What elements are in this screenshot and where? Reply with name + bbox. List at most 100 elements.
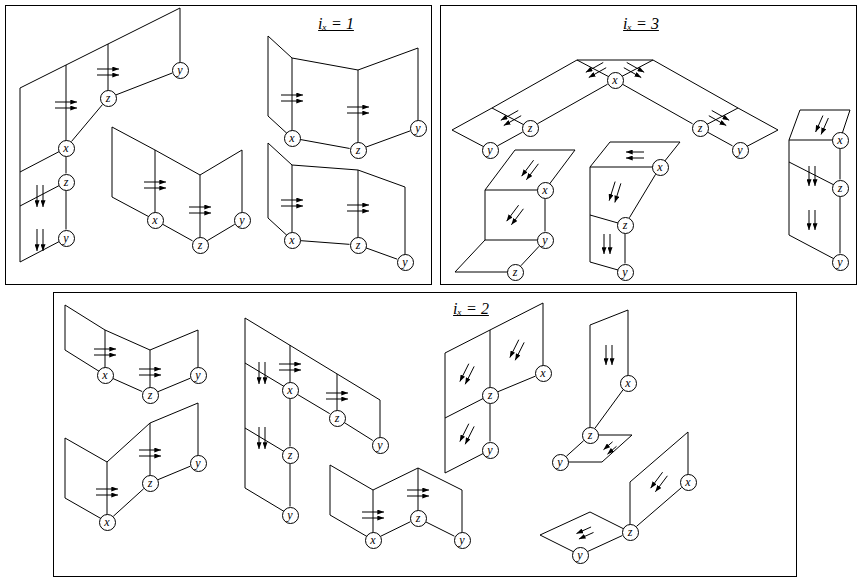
force-arrow <box>607 446 616 454</box>
force-arrow <box>624 68 641 78</box>
vertex-circle: z <box>350 237 367 254</box>
fold-edge <box>66 191 67 230</box>
vertex-circle: x <box>58 140 75 157</box>
vertex-circle: z <box>507 264 524 281</box>
fold-edge <box>344 423 373 441</box>
force-arrow <box>259 427 260 449</box>
force-arrow <box>94 349 116 350</box>
crease-line <box>155 150 156 220</box>
case-panel: iₓ = 3xzzyyxyzxzyxzy <box>440 5 857 285</box>
force-arrow <box>347 211 369 212</box>
fold-edge <box>545 199 546 232</box>
vertex-circle: x <box>680 474 697 491</box>
force-arrow <box>55 108 77 109</box>
fold-outline <box>245 318 380 515</box>
fold-outline <box>485 190 545 240</box>
crease-line <box>292 165 293 240</box>
fold-outline <box>330 465 462 540</box>
fold-edge <box>497 132 522 146</box>
force-arrow <box>279 370 301 371</box>
fold-outline <box>268 36 418 138</box>
vertex-letter: x <box>837 134 842 146</box>
fold-edge <box>207 224 234 240</box>
vertex-circle: z <box>410 510 427 527</box>
vertex-letter: x <box>289 132 294 144</box>
vertex-letter: z <box>335 412 340 424</box>
fold-edge <box>566 441 583 457</box>
force-arrow <box>265 427 266 449</box>
vertex-letter: z <box>698 122 703 134</box>
force-arrow <box>604 442 613 450</box>
vertex-letter: z <box>488 389 493 401</box>
vertex-circle: z <box>329 410 346 427</box>
fold-edge <box>366 131 410 147</box>
force-arrow <box>43 229 44 251</box>
fold-edge <box>381 522 411 537</box>
vertex-letter: y <box>377 439 382 451</box>
vertex-letter: y <box>557 456 562 468</box>
fold-edge <box>116 73 172 95</box>
force-arrow <box>815 166 816 186</box>
fold-edge <box>595 390 623 428</box>
vertex-circle: y <box>832 254 849 271</box>
fold-edge <box>840 197 841 254</box>
fold-edge <box>300 241 349 245</box>
force-arrow <box>347 107 369 108</box>
force-arrow <box>626 152 644 153</box>
force-arrow <box>362 512 384 513</box>
force-arrow <box>510 340 519 358</box>
fold-outline <box>590 310 628 435</box>
force-arrow <box>610 234 611 254</box>
vertex-letter: y <box>195 369 200 381</box>
vertex-letter: z <box>838 182 843 194</box>
vertex-circle: x <box>99 514 116 531</box>
fold-outline <box>268 143 405 262</box>
vertex-circle: y <box>172 62 189 79</box>
vertex-letter: y <box>239 214 244 226</box>
fold-edge <box>629 174 655 217</box>
force-arrow <box>37 229 38 251</box>
force-arrow <box>816 116 823 132</box>
vertex-letter: z <box>513 266 518 278</box>
fold-edge <box>521 246 539 266</box>
vertex-circle: x <box>832 132 849 149</box>
vertex-circle: y <box>552 454 569 471</box>
vertex-circle: x <box>284 232 301 249</box>
force-arrow <box>139 456 161 457</box>
force-arrow <box>96 495 118 496</box>
vertex-letter: x <box>542 184 547 196</box>
fold-edge <box>840 149 841 180</box>
vertex-letter: y <box>195 457 200 469</box>
vertex-circle: z <box>350 142 367 159</box>
fold-edge <box>300 140 349 149</box>
vertex-letter: z <box>64 176 69 188</box>
force-arrow <box>604 234 605 254</box>
vertex-circle: y <box>58 230 75 247</box>
fold-edge <box>113 489 143 517</box>
fold-edge <box>290 399 291 447</box>
vertex-circle: z <box>692 120 709 137</box>
vertex-letter: x <box>152 214 157 226</box>
force-arrow <box>576 527 591 534</box>
force-arrow <box>606 345 607 365</box>
force-arrow <box>37 185 38 207</box>
force-arrow <box>259 362 260 384</box>
force-arrow <box>144 182 166 183</box>
vertex-circle: y <box>372 437 389 454</box>
force-arrow <box>326 393 348 394</box>
vertex-letter: y <box>622 266 627 278</box>
vertex-circle: x <box>620 375 637 392</box>
vertex-circle: y <box>482 142 499 159</box>
force-arrow <box>511 209 523 225</box>
vertex-circle: x <box>535 365 552 382</box>
vertex-letter: y <box>402 256 407 268</box>
force-arrow <box>281 95 303 96</box>
force-arrow <box>615 183 621 202</box>
vertex-circle: y <box>234 212 251 229</box>
force-arrow <box>815 210 816 230</box>
case-panel: iₓ = 1yzxzyxzyxzyxzy <box>5 5 432 285</box>
force-arrow <box>407 490 429 491</box>
vertex-circle: y <box>397 254 414 271</box>
vertex-circle: z <box>142 475 159 492</box>
vertex-letter: y <box>487 444 492 456</box>
